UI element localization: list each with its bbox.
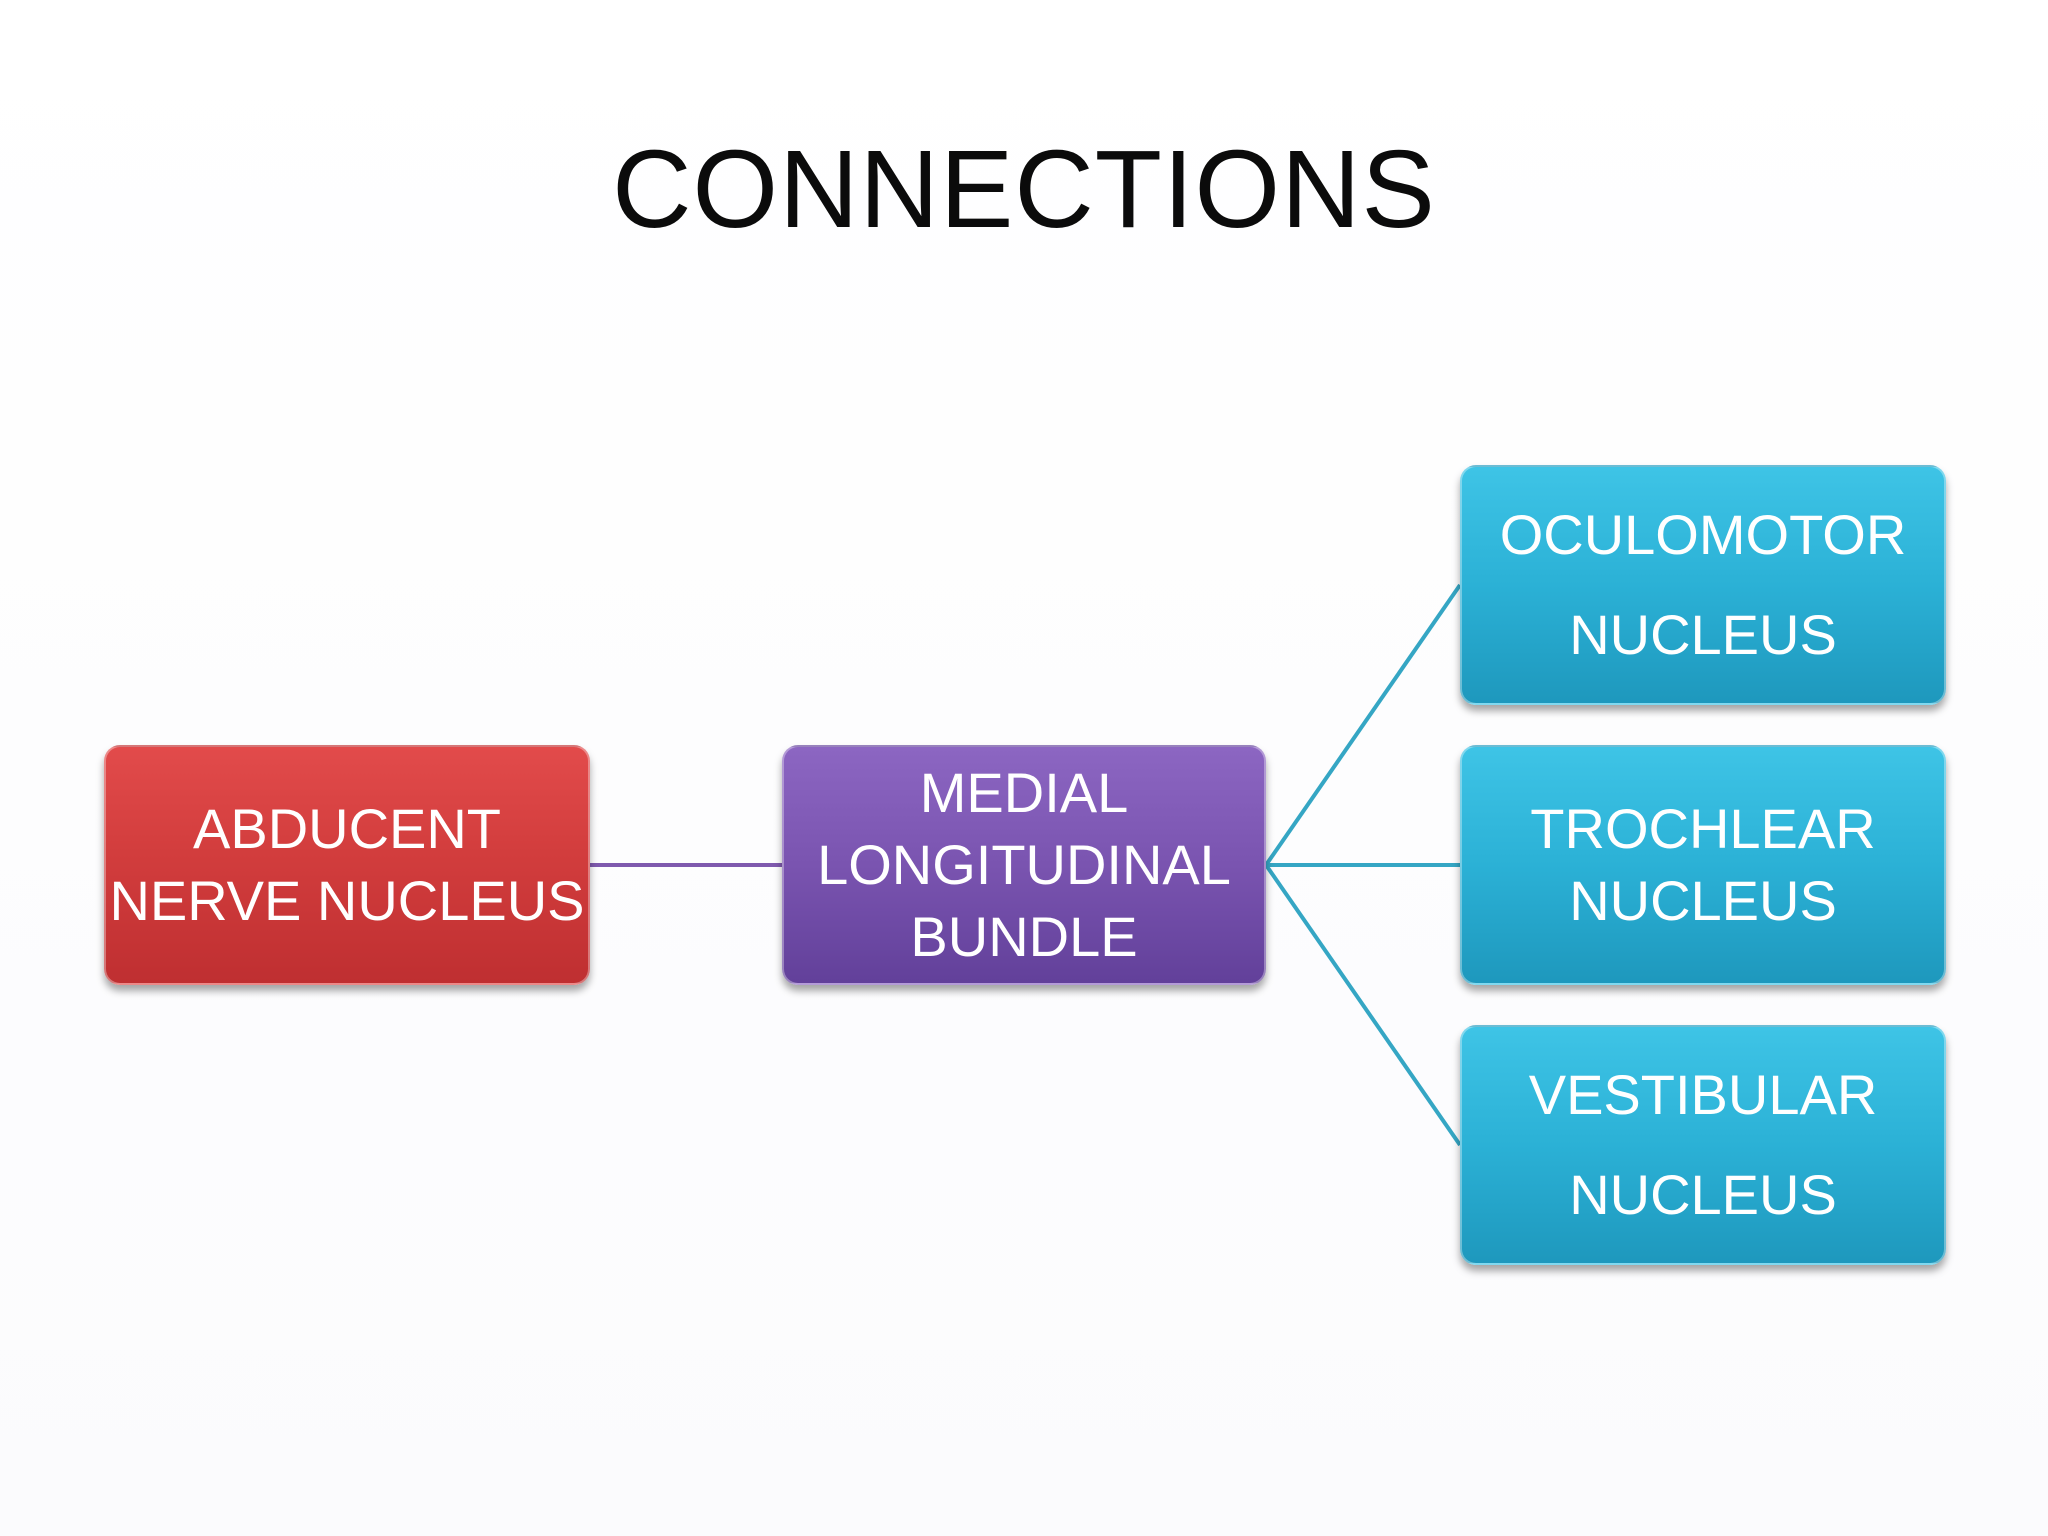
mlf-label-line-3: BUNDLE — [910, 905, 1138, 968]
vestibular-nucleus-box: VESTIBULAR NUCLEUS — [1460, 1025, 1946, 1265]
vestibular-label-line-2: NUCLEUS — [1569, 1163, 1837, 1226]
connector-mlf-to-vestibular — [1264, 863, 1462, 1147]
mlf-label-line-2: LONGITUDINAL — [817, 833, 1231, 896]
abducent-label-line-1: ABDUCENT — [192, 797, 502, 860]
trochlear-label-line-1: TROCHLEAR — [1530, 797, 1876, 860]
trochlear-label-line-2: NUCLEUS — [1569, 869, 1837, 932]
medial-longitudinal-bundle-box: MEDIAL LONGITUDINAL BUNDLE — [782, 745, 1266, 985]
slide-title: CONNECTIONS — [612, 128, 1436, 251]
oculomotor-label-line-2: NUCLEUS — [1569, 603, 1837, 666]
oculomotor-nucleus-box: OCULOMOTOR NUCLEUS — [1460, 465, 1946, 705]
abducent-label-line-2: NERVE NUCLEUS — [109, 869, 585, 932]
vestibular-label-line-1: VESTIBULAR — [1528, 1063, 1878, 1126]
abducent-nerve-nucleus-box: ABDUCENT NERVE NUCLEUS — [104, 745, 590, 985]
mlf-label-line-1: MEDIAL — [919, 761, 1129, 824]
connector-mlf-to-oculomotor — [1264, 583, 1462, 867]
trochlear-nucleus-box: TROCHLEAR NUCLEUS — [1460, 745, 1946, 985]
oculomotor-label-line-1: OCULOMOTOR — [1499, 503, 1907, 566]
